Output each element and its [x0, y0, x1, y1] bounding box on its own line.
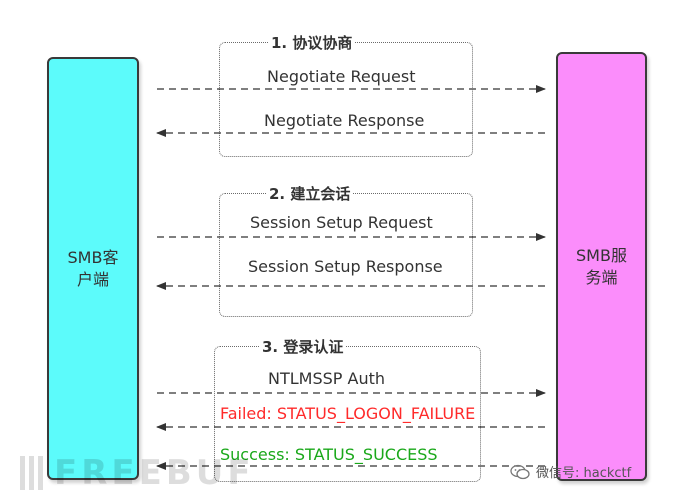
wechat-icon [510, 464, 530, 479]
negotiate-request-label: Negotiate Request [267, 67, 416, 86]
smb-client-lifeline: SMB客 户端 [47, 57, 139, 480]
smb-server-lifeline: SMB服 务端 [556, 52, 647, 481]
ntlmssp-auth-label: NTLMSSP Auth [268, 369, 386, 388]
session-setup-request-label: Session Setup Request [250, 213, 433, 232]
logon-success-label: Success: STATUS_SUCCESS [218, 445, 440, 464]
wechat-watermark-text: 微信号: hackctf [536, 466, 632, 481]
smb-client-label: SMB客 户端 [67, 247, 119, 289]
phase-negotiate-title: 1. 协议协商 [268, 32, 356, 53]
phase-auth-title: 3. 登录认证 [259, 336, 347, 357]
freebuf-watermark-text: FREEBUF [54, 453, 255, 493]
phase-session-title: 2. 建立会话 [266, 183, 354, 204]
freebuf-watermark: FREEBUF [20, 448, 255, 498]
smb-server-label: SMB服 务端 [576, 245, 627, 287]
negotiate-response-label: Negotiate Response [264, 111, 425, 130]
logon-failure-label: Failed: STATUS_LOGON_FAILURE [218, 404, 478, 423]
freebuf-logo-icon [20, 456, 46, 490]
phase-auth-frame [214, 346, 481, 482]
wechat-watermark: 微信号: hackctf [510, 462, 631, 481]
session-setup-response-label: Session Setup Response [248, 257, 443, 276]
